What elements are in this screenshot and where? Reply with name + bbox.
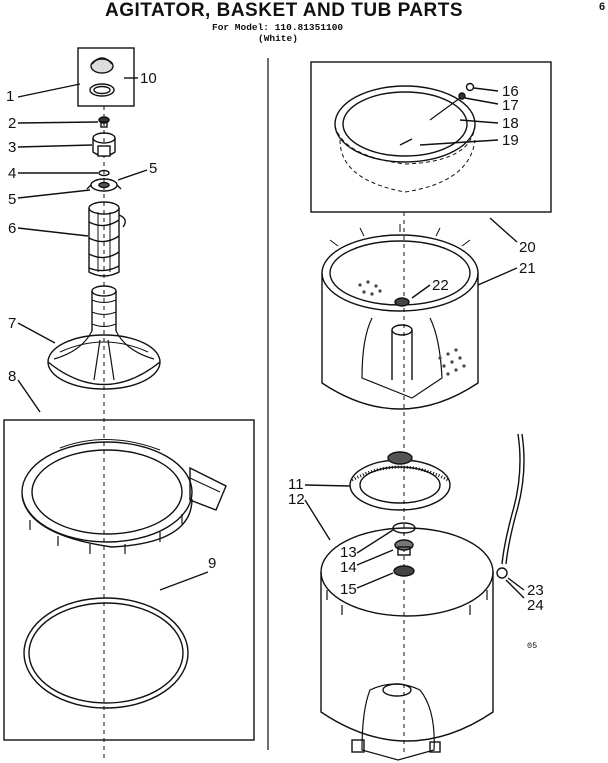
tub-ring	[21, 438, 227, 554]
callout-6: 6	[8, 220, 16, 237]
tub-cover-assembly	[334, 82, 476, 193]
agitator-bolt	[98, 116, 110, 128]
drain-hose	[496, 433, 525, 579]
footer-mark: 05	[527, 641, 538, 651]
tub-seal-ring	[23, 597, 189, 709]
agitator-auger	[88, 201, 126, 277]
callout-labels: 1 2 3 4 5 5 6 7 8 9 10 11 12 13 14 15 16…	[6, 70, 544, 614]
callout-5b: 5	[8, 191, 16, 208]
callout-23: 23	[527, 582, 544, 599]
callout-1: 1	[6, 88, 14, 105]
model-number: For Model: 110.81351100	[212, 22, 344, 33]
callout-17: 17	[502, 97, 519, 114]
callout-7: 7	[8, 315, 16, 332]
callout-18: 18	[502, 115, 519, 132]
callout-5a: 5	[149, 160, 157, 177]
page-title: AGITATOR, BASKET AND TUB PARTS	[105, 0, 464, 21]
outer-tub	[320, 527, 494, 761]
agitator-base	[47, 285, 161, 390]
callout-12: 12	[288, 491, 305, 508]
callout-14: 14	[340, 559, 357, 576]
callout-22: 22	[432, 277, 449, 294]
callout-20: 20	[519, 239, 536, 256]
callout-21: 21	[519, 260, 536, 277]
tub-ring-group-box	[3, 419, 255, 741]
wash-basket	[321, 224, 479, 410]
color-note: (White)	[258, 33, 298, 44]
callout-4: 4	[8, 165, 16, 182]
callout-19: 19	[502, 132, 519, 149]
agitator-cap-assembly	[77, 47, 135, 107]
agitator-washer	[98, 169, 110, 177]
callout-24: 24	[527, 597, 544, 614]
callout-10: 10	[140, 70, 157, 87]
agitator-dogs	[86, 178, 122, 192]
agitator-cam	[92, 132, 116, 157]
hub-nut-stack	[392, 522, 416, 577]
callout-2: 2	[8, 115, 16, 132]
corner-mark: 6	[599, 1, 606, 13]
callout-8: 8	[8, 368, 16, 385]
basket-drive	[349, 451, 451, 511]
tub-cover-group-box	[310, 61, 552, 213]
callout-13: 13	[340, 544, 357, 561]
callout-11: 11	[288, 476, 304, 493]
callout-16: 16	[502, 83, 519, 100]
callout-15: 15	[340, 581, 357, 598]
callout-9: 9	[208, 555, 216, 572]
callout-3: 3	[8, 139, 16, 156]
